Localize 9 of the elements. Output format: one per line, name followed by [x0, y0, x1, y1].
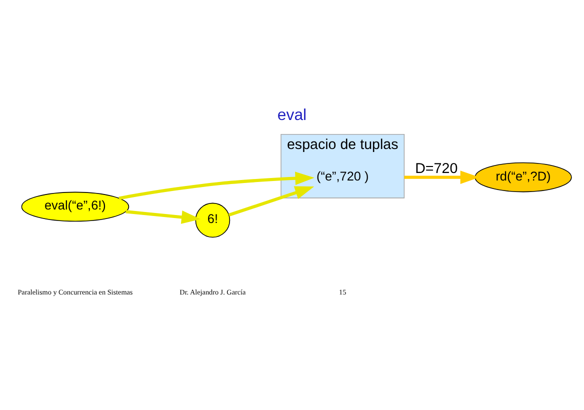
node-ellipse: rd(“e”,?D) [474, 162, 572, 192]
arrow [118, 171, 314, 200]
arrow [228, 186, 314, 216]
node-circle: 6! [195, 202, 230, 238]
edge-label: D=720 [415, 160, 458, 176]
node-text: (“e”,720 ) [316, 168, 369, 183]
node-ellipse: eval(“e”,6!) [21, 191, 130, 222]
diagram-title: eval [277, 106, 307, 124]
arrow [126, 210, 201, 224]
